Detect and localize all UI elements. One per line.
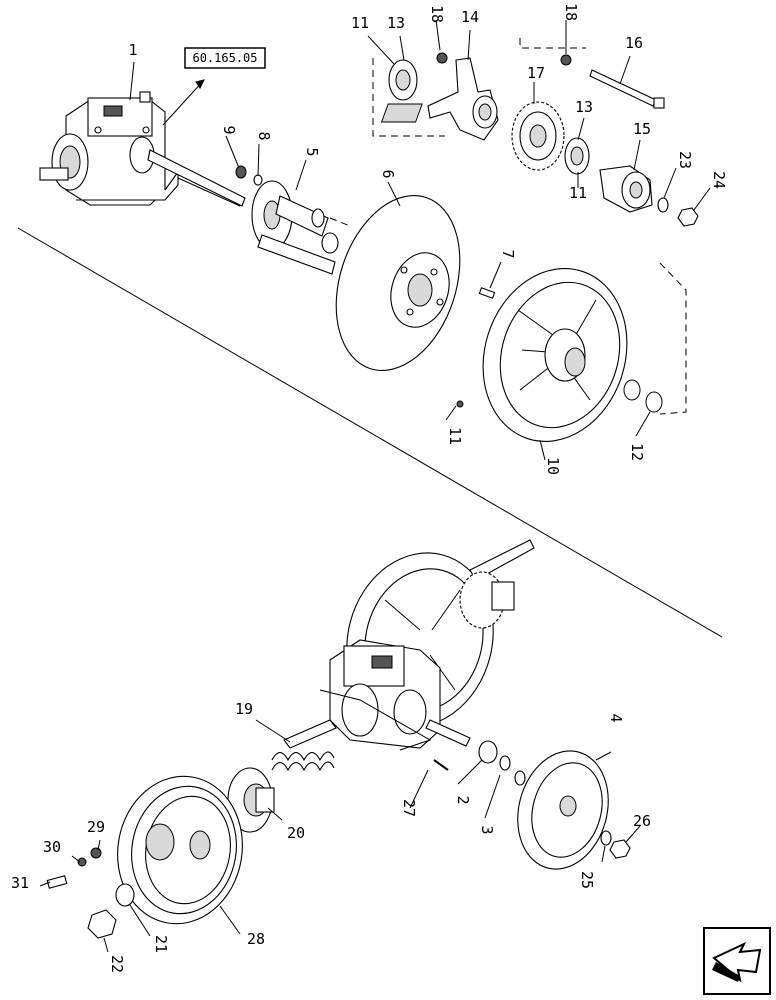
callout-number-11b: 11 (351, 14, 369, 32)
reference-code: 60.165.05 (192, 51, 257, 65)
assembly-dashed-outline (372, 38, 687, 415)
callout-number-9: 9 (220, 125, 238, 134)
nut-part-8 (253, 174, 263, 186)
bearing-part-13-right (564, 137, 590, 175)
nut-part-26 (609, 839, 631, 859)
assembled-gearbox (283, 639, 471, 751)
callout-number-7: 7 (499, 249, 517, 258)
callout-number-25: 25 (578, 871, 596, 889)
washer-part-21 (115, 883, 135, 907)
pin-part-11-lower (456, 400, 464, 408)
bolt-part-7 (478, 287, 496, 299)
callout-number-1: 1 (128, 41, 137, 59)
callout-number-19: 19 (235, 700, 253, 718)
callout-number-29: 29 (87, 818, 105, 836)
callout-number-16: 16 (625, 34, 643, 52)
callout-leaders (39, 19, 711, 953)
pulley-part-28 (117, 775, 243, 925)
callout-number-13b: 13 (575, 98, 593, 116)
callout-number-23: 23 (676, 151, 694, 169)
callout-number-11c: 11 (569, 184, 587, 202)
callout-number-21: 21 (152, 935, 170, 953)
callout-number-27: 27 (400, 799, 418, 817)
reference-box (184, 47, 266, 69)
callout-number-3: 3 (478, 825, 496, 834)
washer-part-9 (235, 165, 247, 179)
bolt-part-16 (589, 69, 665, 109)
callout-number-30: 30 (43, 838, 61, 856)
callout-number-5: 5 (303, 147, 321, 156)
callout-number-24: 24 (710, 171, 728, 189)
bracket-part-14 (380, 57, 499, 141)
callout-number-12: 12 (628, 443, 646, 461)
callout-number-14: 14 (461, 8, 479, 26)
callout-number-28: 28 (247, 930, 265, 948)
callout-number-26: 26 (633, 812, 651, 830)
nut-part-24 (677, 207, 699, 227)
pulley-part-4 (517, 750, 609, 870)
hub-part-20 (227, 767, 275, 833)
gearbox-part-1 (39, 91, 246, 207)
callout-number-13a: 13 (387, 14, 405, 32)
key-part-27 (433, 759, 449, 771)
nut-part-22 (87, 909, 117, 939)
callout-number-18a: 18 (428, 5, 446, 23)
callout-number-15: 15 (633, 120, 651, 138)
sprocket-part-17 (511, 101, 565, 171)
snap-rings-part-12 (623, 379, 663, 413)
washer-part-25 (600, 830, 612, 846)
callout-number-22: 22 (108, 955, 126, 973)
callout-number-2: 2 (454, 795, 472, 804)
disc-part-6 (335, 194, 461, 372)
callout-number-8: 8 (255, 131, 273, 140)
callout-number-4: 4 (607, 713, 625, 722)
view-separator-line (17, 227, 723, 638)
callout-number-6: 6 (379, 169, 397, 178)
housing-part-15 (599, 165, 653, 213)
washer-part-30 (77, 857, 87, 867)
washer-part-23 (657, 197, 669, 213)
callout-number-17: 17 (527, 64, 545, 82)
hub-part-5 (251, 180, 339, 275)
bolt-part-31 (46, 875, 68, 889)
callout-number-10: 10 (544, 457, 562, 475)
navigation-arrow-icon[interactable] (703, 927, 771, 995)
spring-part-19 (271, 751, 335, 772)
washer-part-3 (499, 755, 526, 786)
nut-part-18-left (436, 52, 448, 64)
nut-part-18-right (560, 54, 572, 66)
bearing-part-11-upper (388, 59, 418, 101)
nut-part-29 (90, 847, 102, 859)
callout-number-31: 31 (11, 874, 29, 892)
callout-number-20: 20 (287, 824, 305, 842)
pulley-part-10 (482, 268, 628, 442)
assembly-dashed-axis (329, 217, 351, 227)
bushing-part-2 (478, 740, 498, 764)
callout-number-11a: 11 (446, 427, 464, 445)
callout-number-18b: 18 (562, 3, 580, 21)
